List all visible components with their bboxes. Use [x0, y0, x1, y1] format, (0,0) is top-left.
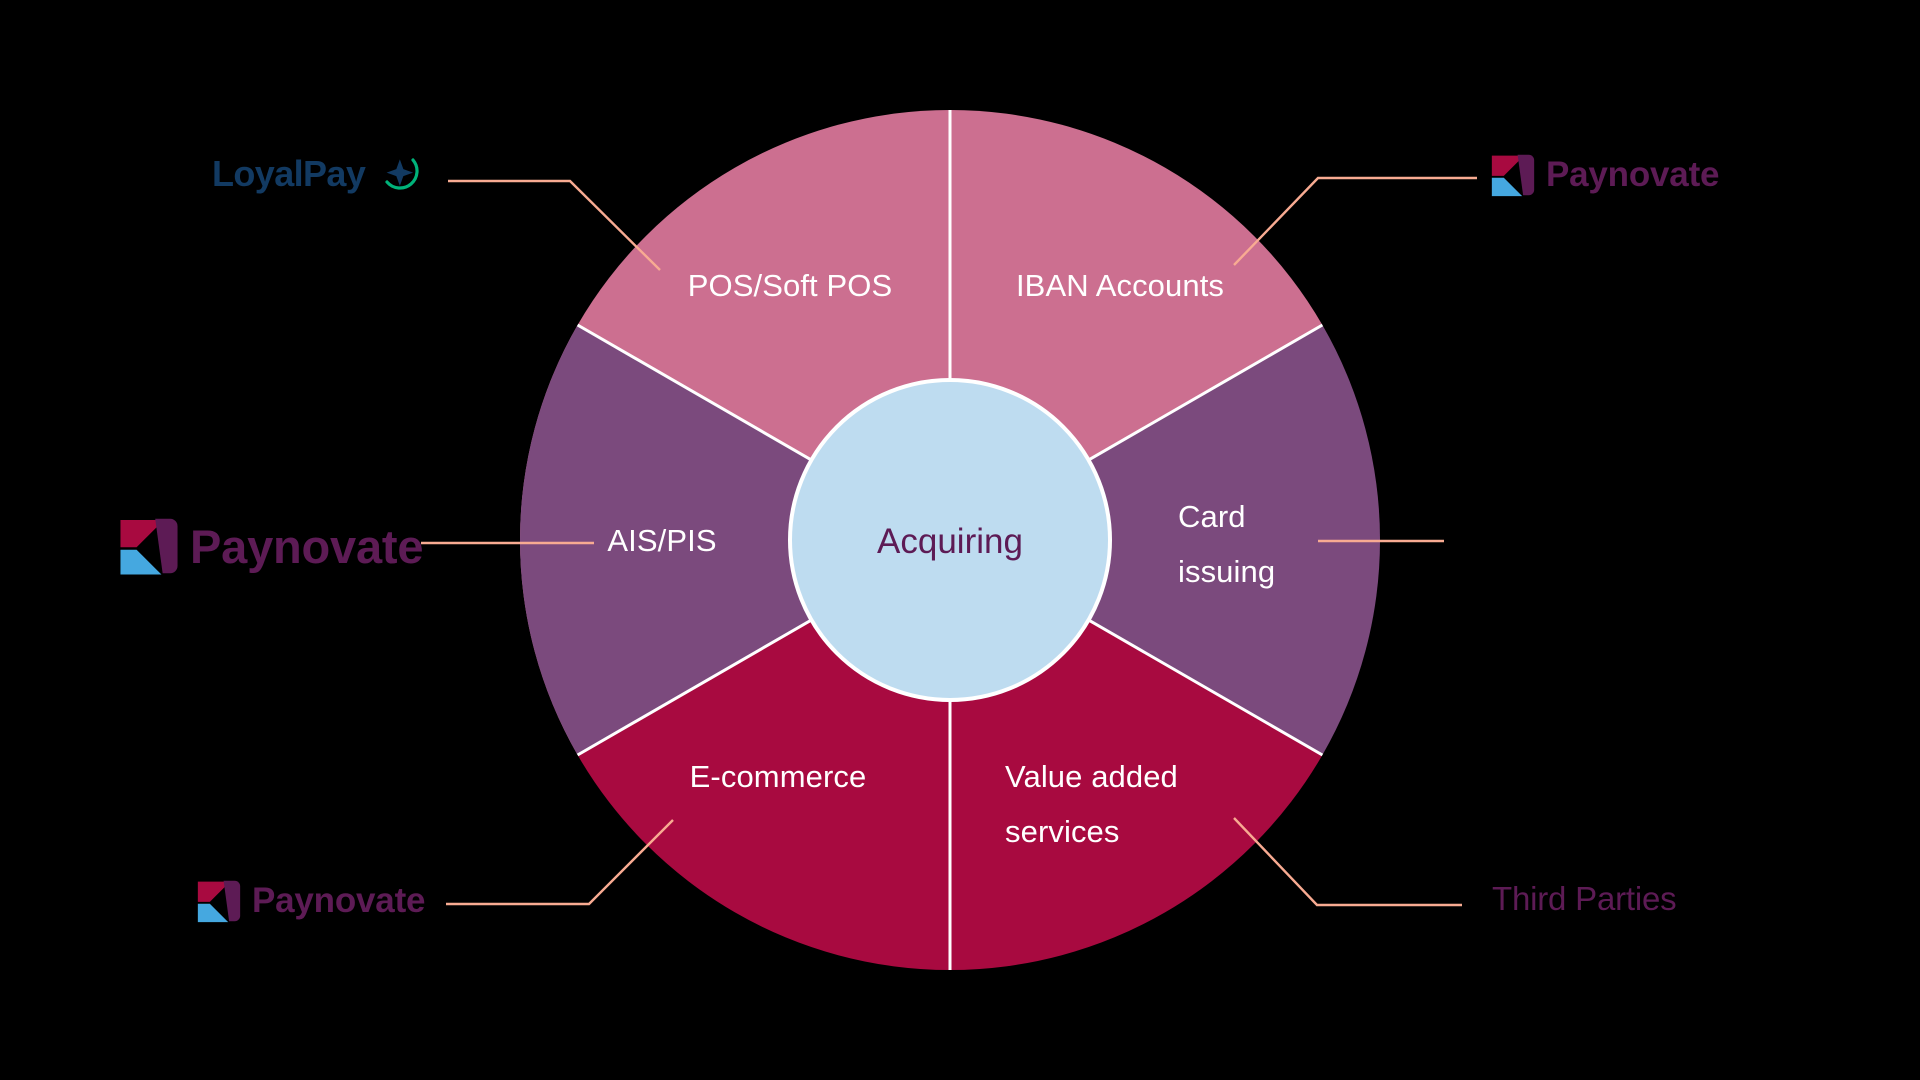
segment-label-card-issuing-line1: Card [1178, 499, 1246, 534]
segment-ais-pis[interactable] [519, 325, 950, 755]
segment-labels: POS/Soft POS IBAN Accounts Card issuing … [607, 268, 1275, 849]
external-label-third-parties[interactable]: Third Parties [1492, 880, 1677, 918]
segment-label-ais-pis: AIS/PIS [607, 523, 716, 558]
paynovate-logo-icon [197, 880, 241, 923]
segment-label-value-added-services-line1: Value added [1005, 759, 1178, 794]
segment-label-e-commerce: E-commerce [690, 759, 867, 794]
third-parties-label: Third Parties [1492, 880, 1677, 917]
external-label-paynovate-bottom-left[interactable]: Paynovate [196, 878, 425, 924]
center-hub[interactable]: Acquiring [788, 378, 1112, 702]
center-circle[interactable] [788, 378, 1112, 702]
connector-third-parties [1233, 817, 1462, 907]
loyalpay-sparkle-icon [385, 158, 419, 190]
paynovate-wordmark: Paynovate [1546, 155, 1720, 194]
loyalpay-wordmark: LoyalPay [212, 153, 366, 194]
paynovate-wordmark: Paynovate [190, 519, 424, 573]
segment-label-card-issuing-line2: issuing [1178, 554, 1275, 589]
connector-paynovate-bottom [446, 819, 674, 906]
segment-card-issuing[interactable] [950, 325, 1381, 755]
external-label-paynovate-mid-left[interactable]: Paynovate [118, 515, 424, 577]
paynovate-logo-icon [120, 518, 178, 575]
segment-label-iban-accounts: IBAN Accounts [1016, 268, 1224, 303]
connector-lines [421, 176, 1477, 907]
paynovate-logo-icon [1491, 154, 1535, 197]
segment-label-pos-soft-pos: POS/Soft POS [688, 268, 893, 303]
connector-loyalpay [448, 179, 661, 271]
segment-label-value-added-services-line2: services [1005, 814, 1120, 849]
paynovate-wordmark: Paynovate [252, 881, 426, 920]
external-label-paynovate-top-right[interactable]: Paynovate [1490, 152, 1719, 198]
external-label-loyalpay[interactable]: LoyalPay [212, 152, 419, 196]
center-label: Acquiring [877, 522, 1023, 561]
connector-paynovate-top [1233, 176, 1477, 266]
